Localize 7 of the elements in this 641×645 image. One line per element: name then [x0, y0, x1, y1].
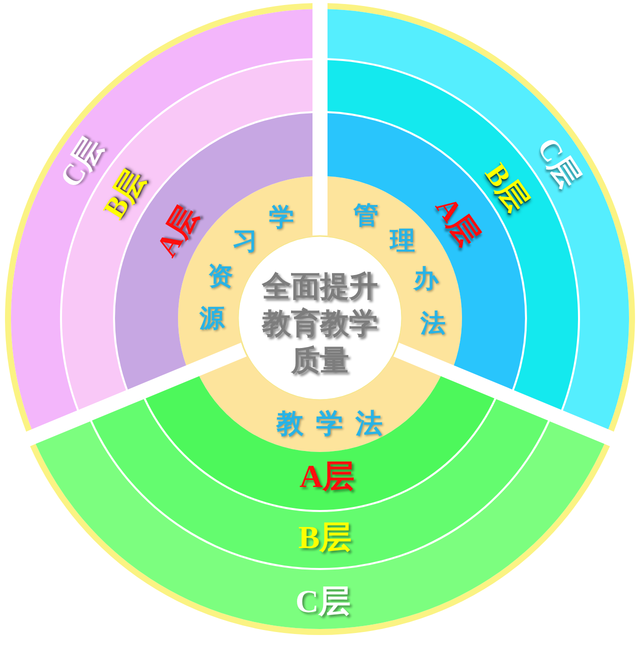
level-label: A层 — [152, 202, 204, 262]
level-label: B层 — [298, 521, 352, 553]
level-label: C层 — [531, 133, 585, 193]
center-heading: 全面提升教育教学质量 — [260, 268, 379, 378]
level-label: C层 — [295, 585, 351, 617]
level-label: A层 — [299, 460, 355, 492]
category-label: 教学法 — [276, 408, 382, 440]
